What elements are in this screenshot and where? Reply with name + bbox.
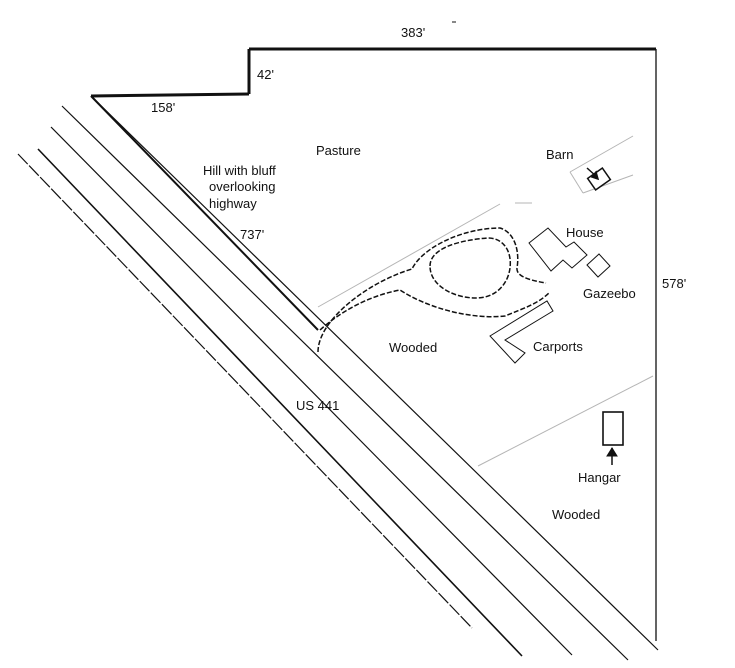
barn-building (586, 167, 612, 191)
property-boundary (90, 47, 657, 641)
wooded-south-label: Wooded (552, 507, 600, 522)
house-label: House (566, 225, 604, 240)
highway-line-4 (37, 148, 523, 657)
barn-arrowhead (590, 170, 600, 181)
driveway-loop (429, 237, 512, 299)
carports-building (489, 300, 554, 364)
driveway (317, 227, 551, 353)
hangar-shape (602, 411, 624, 446)
highway-line-2 (61, 105, 629, 661)
pasture-fence (317, 203, 501, 308)
boundary-diagonal-edge (90, 95, 319, 331)
carports-label: Carports (533, 339, 583, 354)
boundary-west-edge (90, 92, 250, 98)
barn-fence-side (569, 171, 584, 194)
barn-fence-upper (569, 135, 634, 173)
highway-line-5 (17, 153, 473, 629)
hangar-label: Hangar (578, 470, 621, 485)
west-dimension-label: 158' (151, 100, 175, 115)
gazebo-shape (586, 253, 611, 278)
pasture-label: Pasture (316, 143, 361, 158)
wooded-boundary (477, 375, 654, 467)
barn-label: Barn (546, 147, 573, 162)
hangar-arrowhead (606, 447, 618, 457)
hill-label-line1: Hill with bluff (203, 163, 276, 178)
hangar-building (602, 411, 624, 465)
house-shape (528, 227, 588, 272)
hill-label-line2: overlooking (209, 179, 276, 194)
wooded-center-label: Wooded (389, 340, 437, 355)
hill-label-line3: highway (209, 196, 257, 211)
house-building (528, 227, 611, 278)
diagonal-dimension-label: 737' (240, 227, 264, 242)
barn-fence-lower (582, 174, 634, 194)
east-dimension-label: 578' (662, 276, 686, 291)
jog-dimension-label: 42' (257, 67, 274, 82)
highway-line-1 (90, 95, 659, 651)
highway-label: US 441 (296, 398, 339, 413)
north-dimension-label: 383' (401, 25, 425, 40)
carports-shape (489, 300, 554, 364)
highway-line-3 (50, 126, 573, 656)
interior-lines (317, 135, 654, 467)
driveway-outer (317, 227, 547, 353)
highway-lanes (17, 95, 659, 661)
gazeebo-label: Gazeebo (583, 286, 636, 301)
